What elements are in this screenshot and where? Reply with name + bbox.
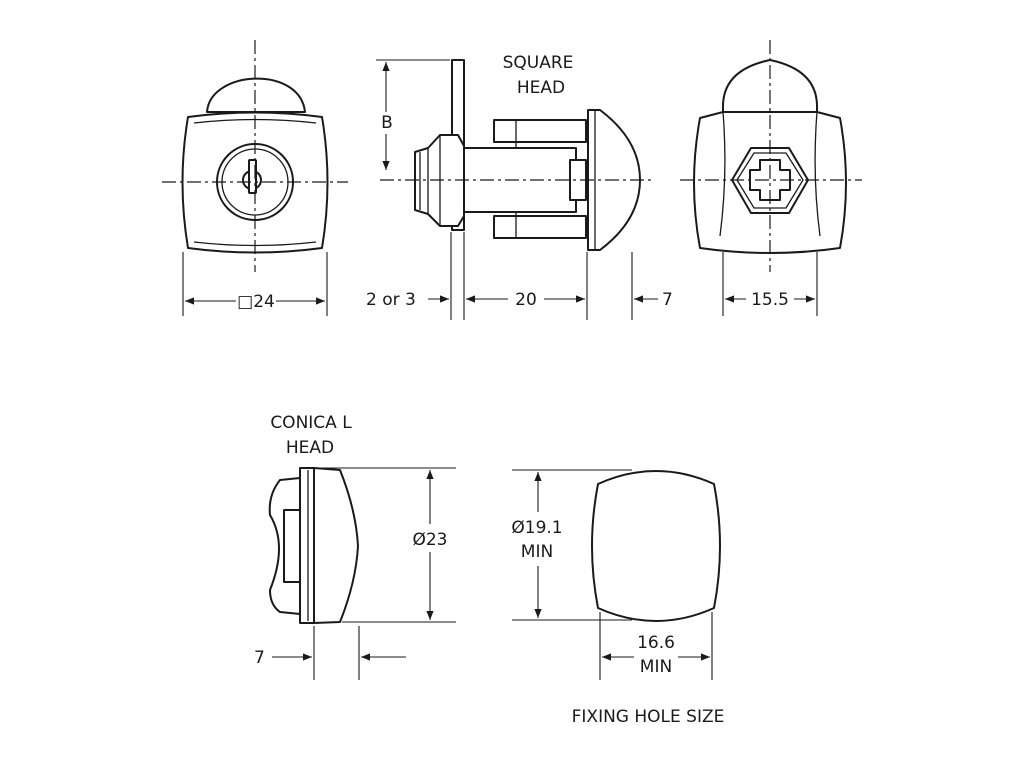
conical-head-flange [299,467,315,624]
dim-b-label: B [381,113,393,133]
front-view: □24 [162,40,348,316]
side-view: B 2 or 3 20 7 SQUARE HEAD [366,53,673,320]
dim-flange-label: 2 or 3 [366,290,416,310]
rear-view-cross-spindle [749,159,791,201]
conical-head-cone [313,467,359,624]
dim-hole-height-label-line1: Ø19.1 [511,518,562,538]
side-view-cam-rib-top [493,119,587,143]
rear-view-housing-inner [719,111,821,237]
fixing-hole-view: Ø19.1 MIN 16.6 MIN FIXING HOLE SIZE [511,469,725,727]
dim-hole-width-label-line2: MIN [640,657,672,677]
conical-head-label-line2: HEAD [286,438,334,458]
square-head-label-line1: SQUARE [503,53,574,73]
front-view-keyway [248,159,257,194]
dim-cone-diameter-label: Ø23 [412,530,447,550]
conical-head-label-line1: CONICA L [270,413,352,433]
rear-view: 15.5 [680,40,862,316]
dim-hole-width-label-line1: 16.6 [637,633,675,653]
front-view-cam-top [206,77,306,113]
fixing-hole-caption: FIXING HOLE SIZE [572,707,725,727]
dim-cam-depth-label: 7 [662,290,673,310]
dim-hex-width-label: 15.5 [751,290,789,310]
conical-head-view: CONICA L HEAD Ø23 7 [254,413,456,680]
square-head-label-line2: HEAD [517,78,565,98]
dim-cone-depth-label: 7 [254,648,265,668]
conical-head-cam-slot [283,509,301,583]
side-view-cam-rib-bottom [493,215,587,239]
fixing-hole-outline [591,470,721,622]
dim-body-length-label: 20 [515,290,537,310]
dim-square-width-label: □24 [237,292,275,312]
dim-hole-height-label-line2: MIN [521,542,553,562]
